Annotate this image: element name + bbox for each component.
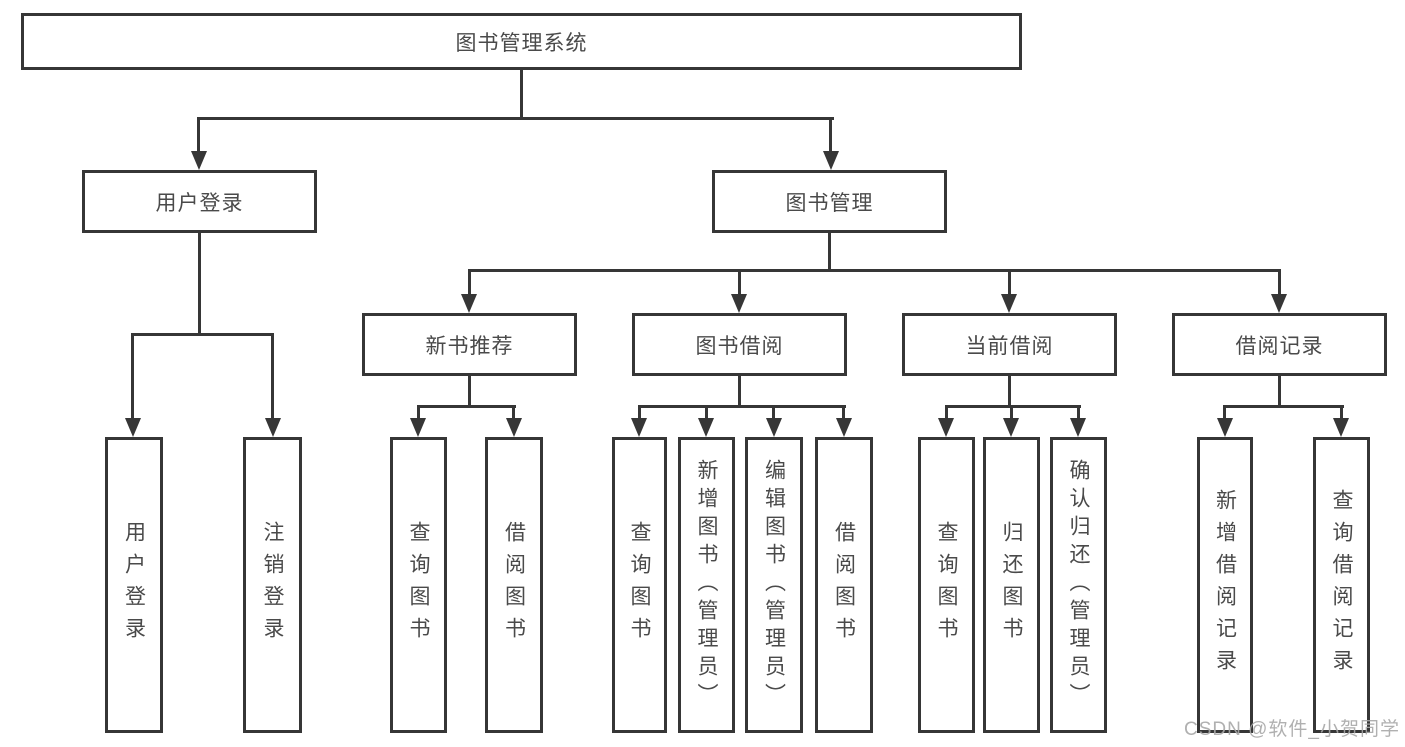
node-label: 图书借阅	[695, 334, 784, 358]
leaf-user-login: 用户登录	[105, 437, 163, 733]
node-label: 借阅记录	[1235, 334, 1324, 358]
node-label: 用户登录	[155, 191, 244, 215]
leaf-query-books-borrow: 查询图书	[612, 437, 667, 733]
node-book-management: 图书管理	[712, 170, 947, 233]
node-label: 借阅图书	[502, 521, 526, 649]
connector-line	[512, 405, 515, 421]
node-label: 归还图书	[1000, 521, 1023, 649]
connector-line	[197, 117, 834, 120]
arrow-down-icon	[265, 418, 281, 437]
connector-line	[772, 405, 775, 421]
arrow-down-icon	[125, 418, 141, 437]
node-label: 借阅图书	[832, 521, 856, 649]
connector-line	[198, 233, 201, 335]
connector-line	[638, 405, 641, 421]
leaf-edit-books-admin: 编辑图书（管理员）	[745, 437, 803, 733]
connector-line	[197, 117, 200, 153]
connector-line	[1340, 405, 1343, 421]
leaf-add-books-admin: 新增图书（管理员）	[678, 437, 735, 733]
node-label: 新增图书（管理员）	[695, 459, 718, 711]
arrow-down-icon	[698, 418, 714, 437]
leaf-query-borrow-record: 查询借阅记录	[1313, 437, 1370, 733]
connector-line	[131, 333, 274, 336]
arrow-down-icon	[938, 418, 954, 437]
connector-line	[1223, 405, 1344, 408]
leaf-query-books-current: 查询图书	[918, 437, 975, 733]
connector-line	[468, 376, 471, 408]
node-current-borrowing: 当前借阅	[902, 313, 1117, 376]
node-borrowing-records: 借阅记录	[1172, 313, 1387, 376]
node-user-login: 用户登录	[82, 170, 317, 233]
connector-line	[1278, 376, 1281, 408]
connector-line	[738, 376, 741, 408]
connector-line	[945, 405, 1081, 408]
node-label: 新增借阅记录	[1213, 489, 1237, 681]
connector-line	[520, 70, 523, 119]
arrow-down-icon	[731, 294, 747, 313]
node-label: 查询图书	[407, 521, 430, 649]
node-new-book-recommendation: 新书推荐	[362, 313, 577, 376]
arrow-down-icon	[1070, 418, 1086, 437]
connector-line	[828, 233, 831, 272]
connector-line	[705, 405, 708, 421]
leaf-borrow-books: 借阅图书	[815, 437, 873, 733]
connector-line	[1008, 376, 1011, 408]
arrow-down-icon	[1003, 418, 1019, 437]
connector-line	[638, 405, 846, 408]
arrow-down-icon	[836, 418, 852, 437]
arrow-down-icon	[1001, 294, 1017, 313]
arrow-down-icon	[461, 294, 477, 313]
node-label: 查询借阅记录	[1330, 489, 1353, 681]
node-label: 查询图书	[628, 521, 651, 649]
node-label: 用户登录	[122, 521, 146, 649]
connector-line	[468, 269, 1281, 272]
leaf-logout: 注销登录	[243, 437, 302, 733]
connector-line	[1008, 269, 1011, 297]
node-label: 注销登录	[261, 521, 284, 649]
arrow-down-icon	[410, 418, 426, 437]
csdn-watermark: CSDN @软件_小贺同学	[1184, 719, 1400, 740]
connector-line	[1278, 269, 1281, 297]
arrow-down-icon	[1333, 418, 1349, 437]
node-library-management-system: 图书管理系统	[21, 13, 1022, 70]
arrow-down-icon	[631, 418, 647, 437]
node-label: 确认归还（管理员）	[1067, 459, 1090, 711]
node-label: 查询图书	[935, 521, 958, 649]
node-label: 图书管理系统	[455, 31, 588, 55]
connector-line	[829, 117, 832, 153]
leaf-return-books: 归还图书	[983, 437, 1040, 733]
connector-line	[738, 269, 741, 297]
connector-line	[1223, 405, 1226, 421]
connector-line	[945, 405, 948, 421]
node-label: 新书推荐	[425, 334, 514, 358]
connector-line	[417, 405, 516, 408]
leaf-borrow-books-recommend: 借阅图书	[485, 437, 543, 733]
connector-line	[1077, 405, 1080, 421]
node-label: 当前借阅	[965, 334, 1054, 358]
leaf-add-borrow-record: 新增借阅记录	[1197, 437, 1253, 733]
connector-line	[131, 333, 134, 421]
arrow-down-icon	[191, 151, 207, 170]
arrow-down-icon	[506, 418, 522, 437]
node-book-borrowing: 图书借阅	[632, 313, 847, 376]
node-label: 编辑图书（管理员）	[762, 459, 786, 711]
connector-line	[1010, 405, 1013, 421]
node-label: 图书管理	[785, 191, 874, 215]
leaf-query-books-recommend: 查询图书	[390, 437, 447, 733]
connector-line	[271, 333, 274, 421]
connector-line	[468, 269, 471, 297]
connector-line	[842, 405, 845, 421]
leaf-confirm-return-admin: 确认归还（管理员）	[1050, 437, 1107, 733]
arrow-down-icon	[766, 418, 782, 437]
arrow-down-icon	[823, 151, 839, 170]
arrow-down-icon	[1217, 418, 1233, 437]
arrow-down-icon	[1271, 294, 1287, 313]
connector-line	[417, 405, 420, 421]
